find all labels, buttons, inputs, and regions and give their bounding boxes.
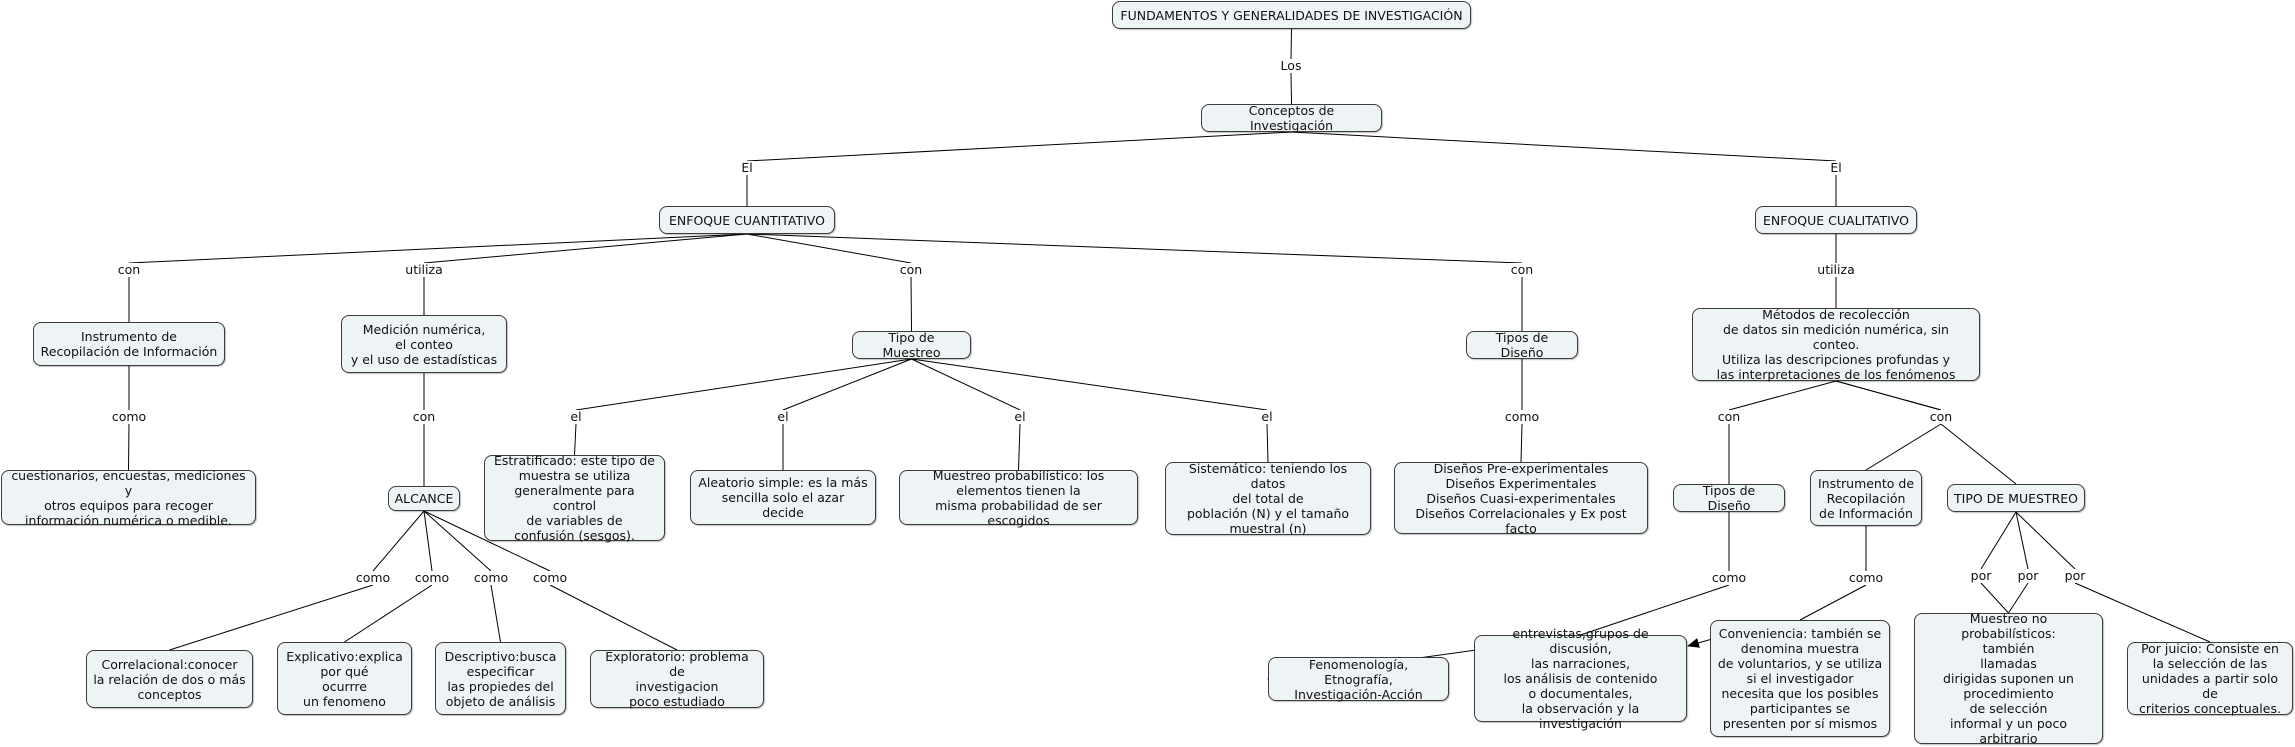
concept-por-juicio[interactable]: Por juicio: Consiste en la selección de …	[2127, 641, 2293, 716]
link-el-cualitativo: El	[1828, 160, 1844, 175]
connector-line	[911, 358, 1268, 411]
concept-fenomenologia[interactable]: Fenomenología, Etnografía, Investigación…	[1268, 657, 1449, 702]
connector-line	[169, 584, 374, 651]
connector-line	[2008, 582, 2029, 614]
link-como-explicativo: como	[412, 570, 452, 585]
concept-metodos-recoleccion[interactable]: Métodos de recolección de datos sin medi…	[1692, 307, 1980, 382]
connector-line	[574, 423, 577, 456]
concept-instrumento-recopilacion[interactable]: Instrumento de Recopilación de Informaci…	[33, 322, 225, 366]
connector-line	[911, 358, 1021, 411]
link-como-entrevistas: como	[1709, 570, 1749, 585]
connector-line	[423, 510, 551, 572]
connector-line	[423, 510, 492, 572]
concept-alcance[interactable]: ALCANCE	[388, 486, 460, 511]
concept-conveniencia[interactable]: Conveniencia: también se denomina muestr…	[1710, 620, 1890, 737]
concept-sistematico[interactable]: Sistemático: teniendo los datos del tota…	[1165, 461, 1371, 536]
concept-tipos-de-diseno-cualitativo[interactable]: Tipos de Diseño	[1673, 483, 1785, 513]
concept-disenos-cuantitativos[interactable]: Diseños Pre-experimentales Diseños Exper…	[1394, 461, 1648, 536]
connector-line	[1290, 72, 1292, 105]
concept-entrevistas[interactable]: entrevistas,grupos de discusión, las nar…	[1474, 626, 1687, 731]
connector-line	[490, 584, 501, 643]
connector-line	[746, 131, 1292, 162]
connector-line	[1835, 380, 1942, 411]
connector-line	[128, 423, 130, 471]
link-por-no-probabilistico-2: por	[2015, 568, 2041, 583]
concept-descriptivo[interactable]: Descriptivo:busca especificar las propie…	[435, 642, 566, 715]
connector-line	[1940, 423, 2017, 485]
connector-line	[372, 510, 425, 572]
concept-cuestionarios[interactable]: cuestionarios, encuestas, mediciones y o…	[1, 468, 256, 528]
concept-muestreo-no-probabilistico[interactable]: Muestreo no probabilísticos: también lla…	[1914, 611, 2103, 746]
link-por-juicio: por	[2062, 568, 2088, 583]
connector-line	[746, 233, 1523, 264]
link-el-estratificado: el	[568, 409, 584, 424]
connector-line	[1290, 28, 1292, 60]
connector-line	[344, 584, 433, 643]
link-con-instrumento-cualitativo: con	[1927, 409, 1955, 424]
concept-tipos-de-diseno[interactable]: Tipos de Diseño	[1466, 330, 1578, 360]
link-con-tipos-diseno-cualitativo: con	[1715, 409, 1743, 424]
concept-exploratorio[interactable]: Exploratorio: problema de investigacion …	[590, 649, 764, 709]
link-como-conveniencia: como	[1846, 570, 1886, 585]
concept-tipo-de-muestreo[interactable]: Tipo de Muestreo	[852, 330, 971, 360]
connector-line	[1580, 584, 1730, 636]
connector-line	[910, 276, 912, 332]
concept-instrumento-recopilacion-cualitativo[interactable]: Instrumento de Recopilación de Informaci…	[1810, 470, 1922, 526]
link-como-descriptivo: como	[471, 570, 511, 585]
link-con-diseno: con	[1508, 262, 1536, 277]
link-utiliza-metodos: utiliza	[1815, 262, 1857, 277]
concept-muestreo-probabilistico[interactable]: Muestreo probabilístico: los elementos t…	[899, 468, 1138, 528]
connector-line	[1291, 131, 1837, 162]
link-como-disenos: como	[1502, 409, 1542, 424]
link-con-alcance: con	[410, 409, 438, 424]
connector-line	[2015, 511, 2076, 570]
link-con-instrumento: con	[115, 262, 143, 277]
concept-estratificado[interactable]: Estratificado: este tipo de muestra se u…	[484, 453, 665, 543]
link-con-muestreo: con	[897, 262, 925, 277]
connector-line	[1799, 584, 1867, 621]
connector-line	[746, 233, 912, 264]
link-como-correlacional: como	[353, 570, 393, 585]
connector-line	[1980, 582, 2009, 614]
connector-line	[423, 510, 433, 572]
concept-root[interactable]: FUNDAMENTOS Y GENERALIDADES DE INVESTIGA…	[1112, 1, 1471, 29]
concept-enfoque-cualitativo[interactable]: ENFOQUE CUALITATIVO	[1755, 206, 1917, 234]
connector-line	[1266, 423, 1269, 463]
link-el-sistematico: el	[1259, 409, 1275, 424]
connector-line	[1520, 423, 1523, 463]
concept-conceptos-investigacion[interactable]: Conceptos de Investigación	[1201, 103, 1382, 133]
connector-line	[1980, 511, 2017, 570]
concept-explicativo[interactable]: Explicativo:explica por qué ocurrre un f…	[277, 642, 412, 715]
concept-enfoque-cuantitativo[interactable]: ENFOQUE CUANTITATIVO	[659, 206, 835, 234]
connector-line	[782, 358, 912, 411]
concept-correlacional[interactable]: Correlacional:conocer la relación de dos…	[86, 650, 253, 708]
connector-line	[1728, 380, 1837, 411]
connector-line	[423, 233, 748, 264]
connector-line	[1018, 423, 1021, 471]
concept-tipo-de-muestreo-cualitativo[interactable]: TIPO DE MUESTREO	[1947, 484, 2085, 512]
link-como-cuestionarios: como	[109, 409, 149, 424]
connector-line	[1865, 423, 1942, 471]
concept-medicion-numerica[interactable]: Medición numérica, el conteo y el uso de…	[341, 315, 507, 373]
concept-aleatorio-simple[interactable]: Aleatorio simple: es la más sencilla sol…	[690, 470, 876, 525]
connector-line	[2074, 582, 2211, 643]
connector-line	[575, 358, 912, 411]
link-utiliza-medicion: utiliza	[403, 262, 445, 277]
link-por-no-probabilistico: por	[1968, 568, 1994, 583]
link-el-probabilistico: el	[1012, 409, 1028, 424]
connector-line	[128, 233, 748, 264]
link-los: Los	[1278, 58, 1304, 73]
link-el-cuantitativo: El	[739, 160, 755, 175]
link-el-aleatorio: el	[775, 409, 791, 424]
connector-line	[2015, 511, 2029, 570]
link-como-exploratorio: como	[530, 570, 570, 585]
connector-line	[549, 584, 678, 651]
